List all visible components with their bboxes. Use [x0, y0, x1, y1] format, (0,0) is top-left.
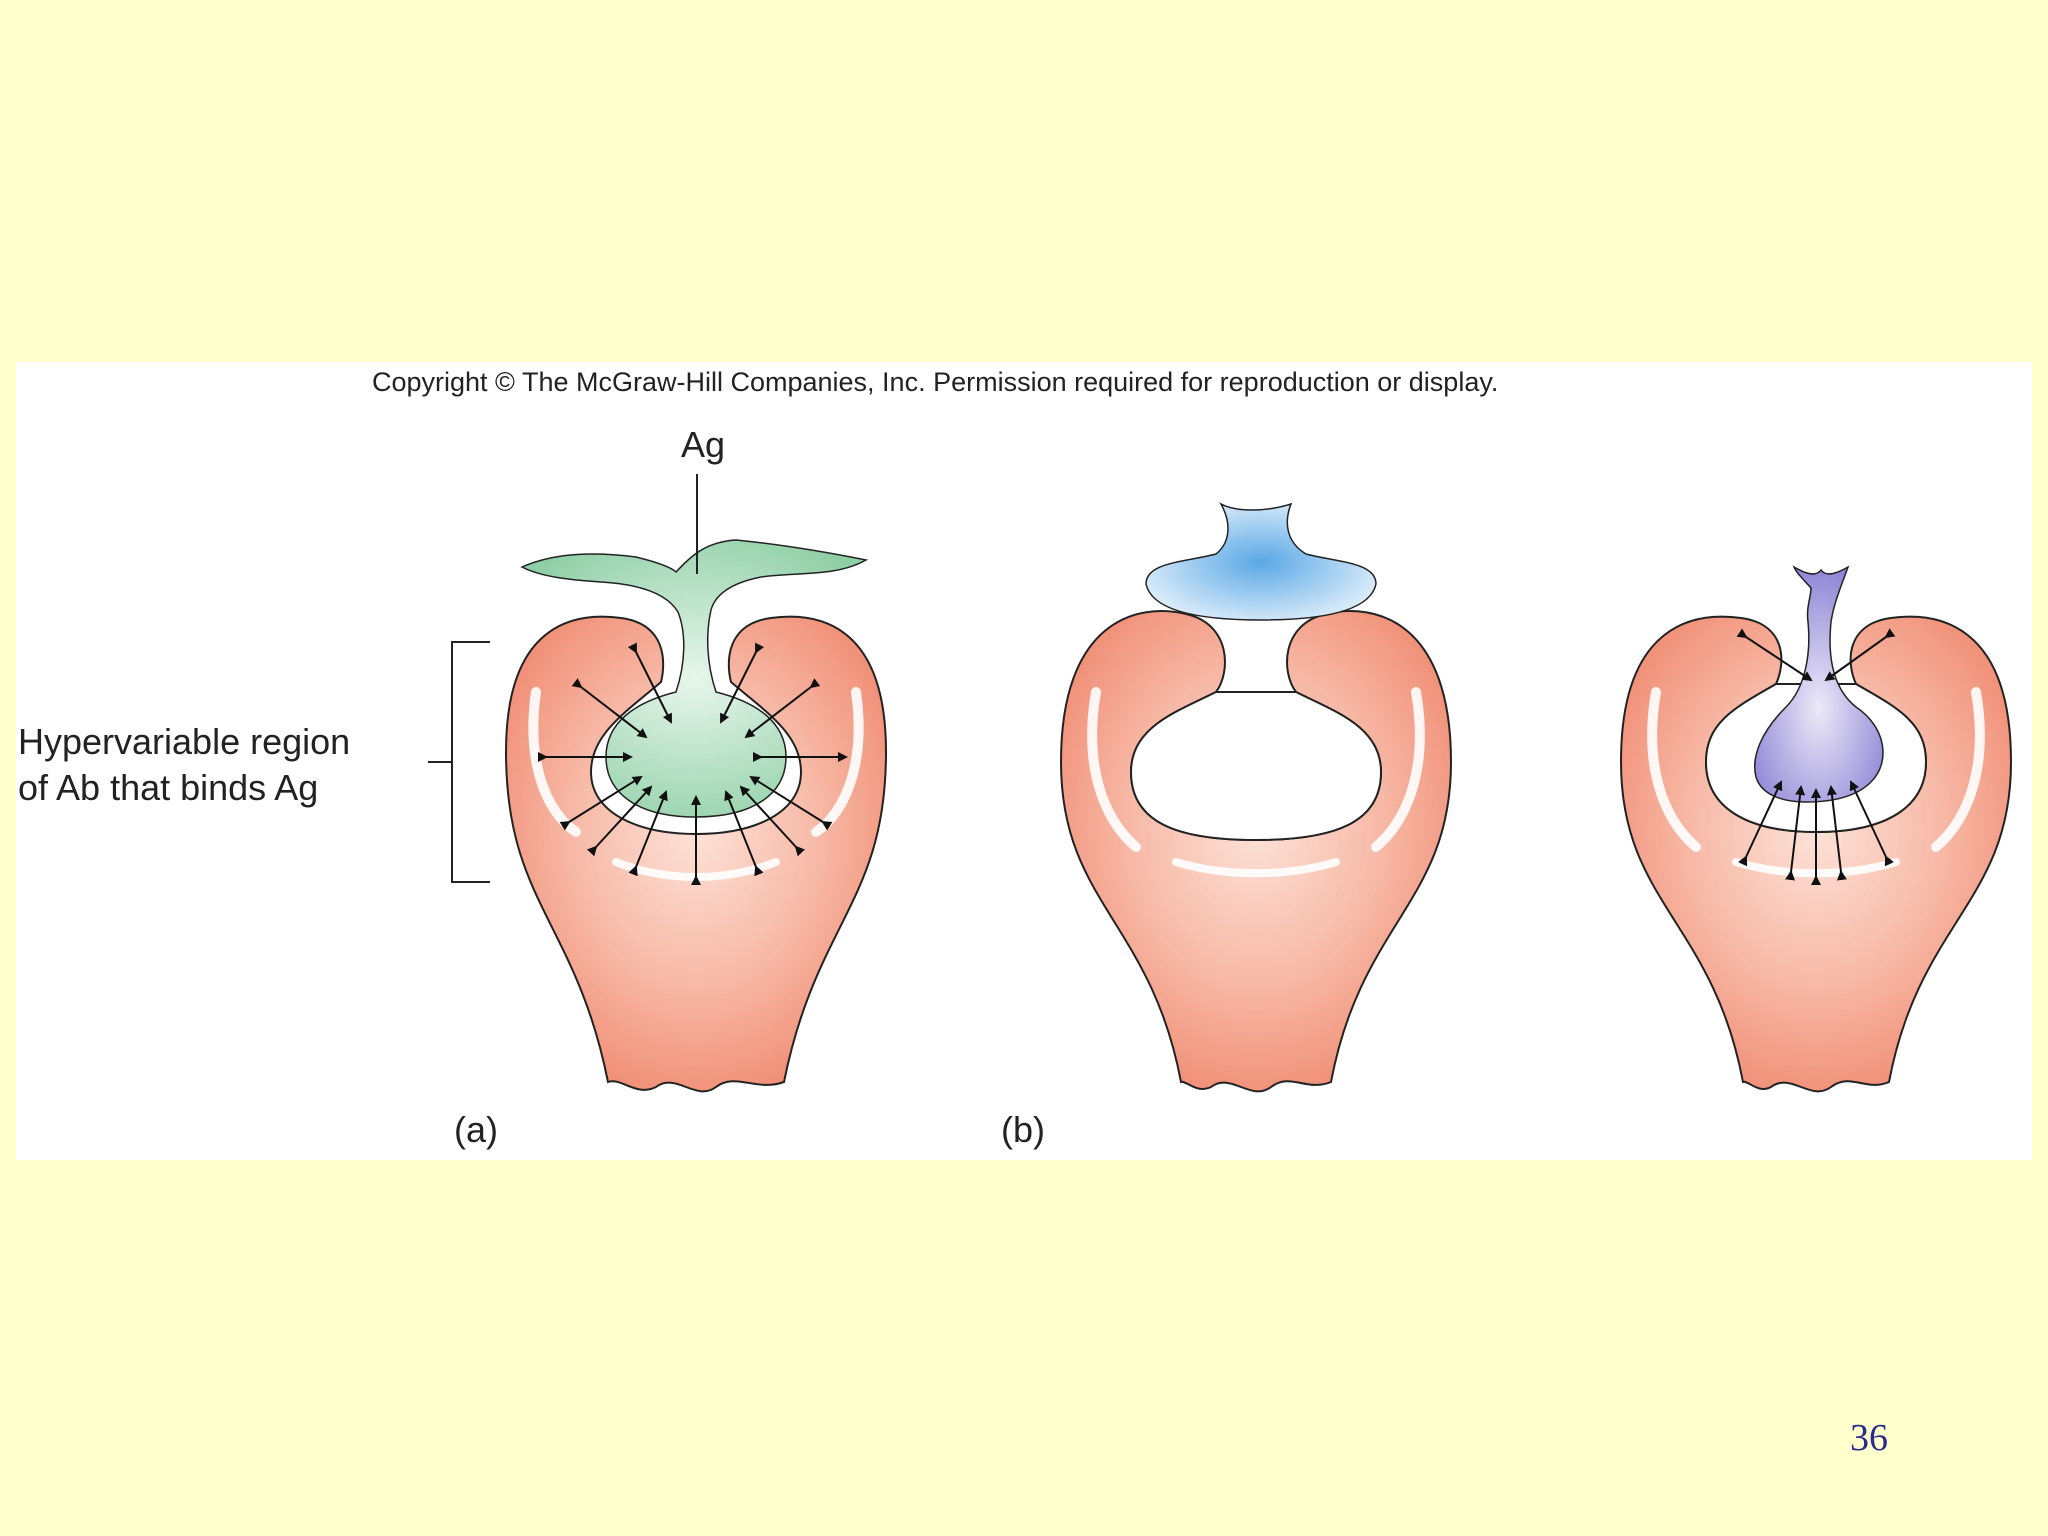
binding-arrows-a — [538, 642, 848, 885]
panel-a-label: (a) — [454, 1109, 498, 1150]
antigen-b-left — [1145, 502, 1377, 621]
panel-b-label: (b) — [1001, 1109, 1045, 1150]
antigen-b-right — [1754, 565, 1884, 803]
antibody-b-left — [1059, 610, 1453, 1093]
region-bracket — [428, 641, 490, 883]
ag-label: Ag — [681, 424, 725, 465]
antibody-antigen-diagram: Copyright © The McGraw-Hill Companies, I… — [18, 367, 2013, 1150]
copyright-text: Copyright © The McGraw-Hill Companies, I… — [372, 367, 1498, 397]
region-label-line1: Hypervariable region — [18, 721, 350, 762]
region-label-line2: of Ab that binds Ag — [18, 767, 318, 808]
slide-number: 36 — [1850, 1417, 1888, 1459]
binding-arrows-b — [1736, 628, 1896, 885]
figure-panel: Copyright © The McGraw-Hill Companies, I… — [16, 362, 2032, 1160]
